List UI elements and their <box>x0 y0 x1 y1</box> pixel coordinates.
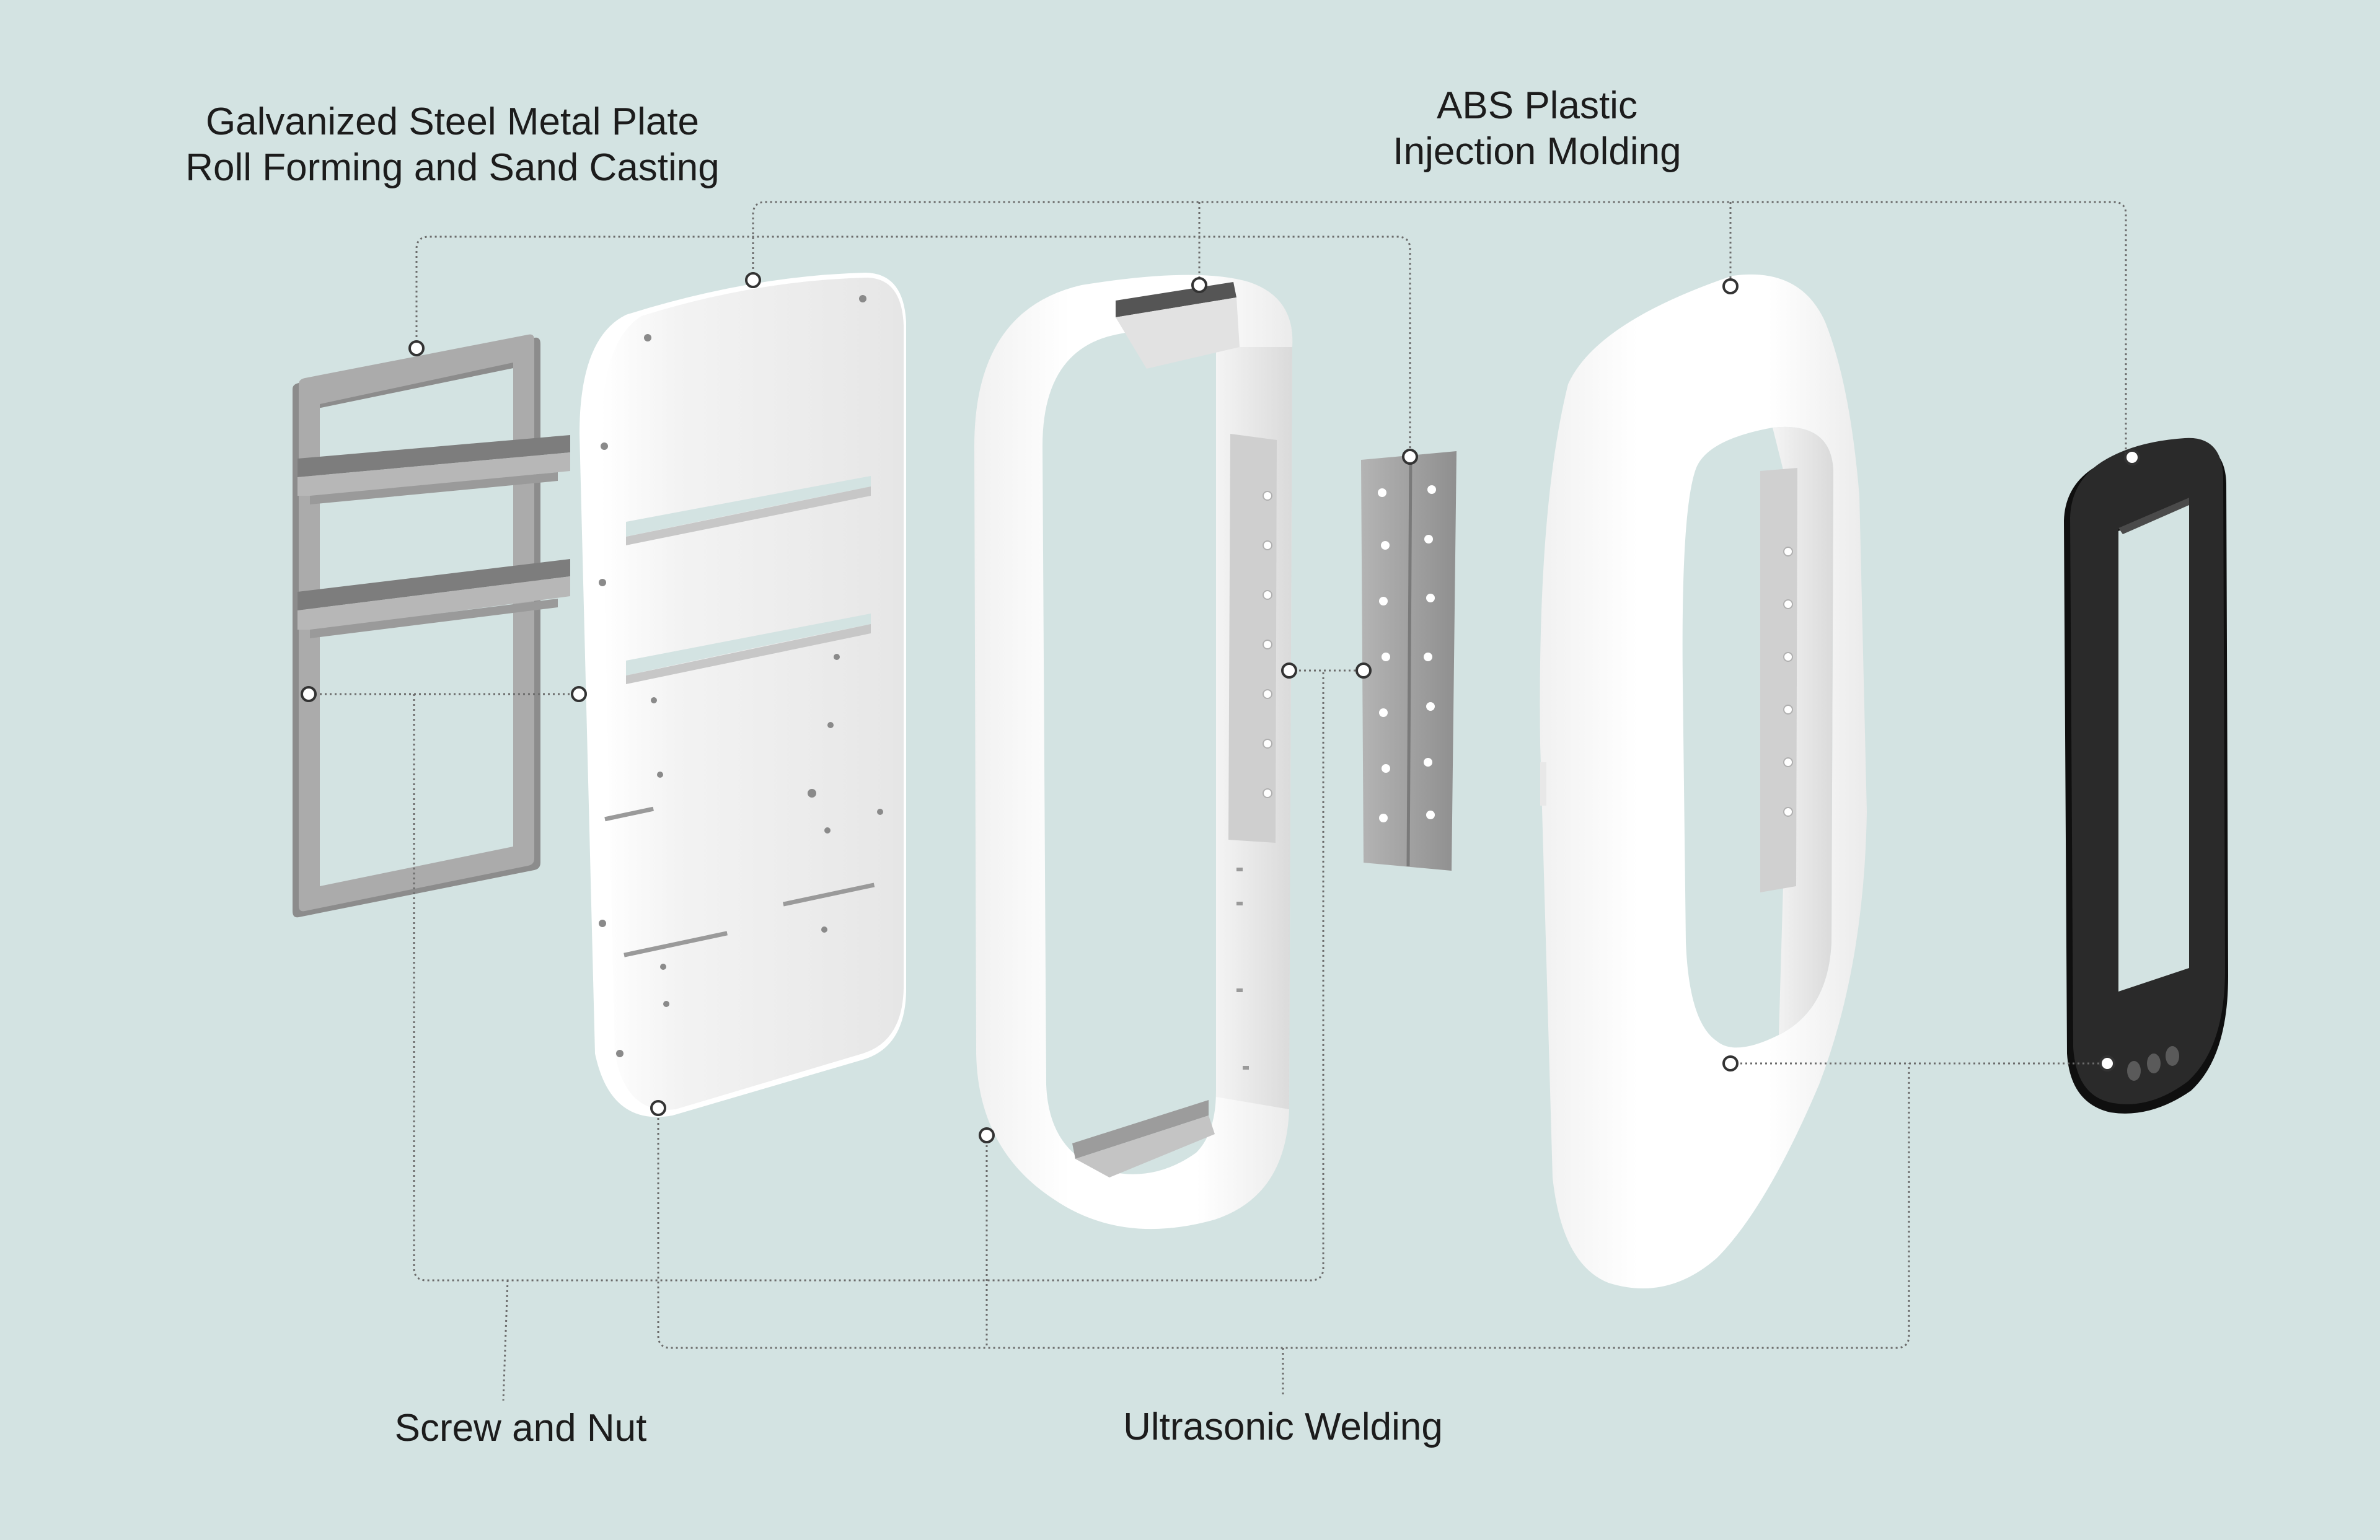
leader-lines <box>310 201 2127 1401</box>
ring-housing-part <box>974 275 1293 1230</box>
label-abs-plastic: ABS Plastic Injection Molding <box>1326 83 1748 175</box>
label-galvanized-steel: Galvanized Steel Metal Plate Roll Formin… <box>180 99 725 191</box>
label-ultrasonic-welding: Ultrasonic Welding <box>1054 1404 1512 1450</box>
back-plate-part <box>580 273 906 1117</box>
label-abs-plastic-line2: Injection Molding <box>1393 130 1681 173</box>
label-screw-and-nut: Screw and Nut <box>335 1406 707 1451</box>
leader-abs <box>752 201 2127 457</box>
attachment-points <box>301 272 2140 1143</box>
leader-welding <box>657 1063 1910 1349</box>
hinge-strip-part <box>1361 451 1457 871</box>
gasket-bezel-part <box>2064 438 2228 1114</box>
label-abs-plastic-line1: ABS Plastic <box>1437 84 1637 127</box>
label-galvanized-steel-line1: Galvanized Steel Metal Plate <box>205 100 700 143</box>
leader-steel <box>415 235 1411 455</box>
label-galvanized-steel-line2: Roll Forming and Sand Casting <box>185 146 720 189</box>
steel-frame-part <box>293 334 570 918</box>
leader-screw <box>413 671 1324 1282</box>
label-screw-and-nut-text: Screw and Nut <box>394 1407 647 1450</box>
label-ultrasonic-welding-text: Ultrasonic Welding <box>1123 1406 1443 1448</box>
front-shell-part <box>1540 274 1867 1288</box>
